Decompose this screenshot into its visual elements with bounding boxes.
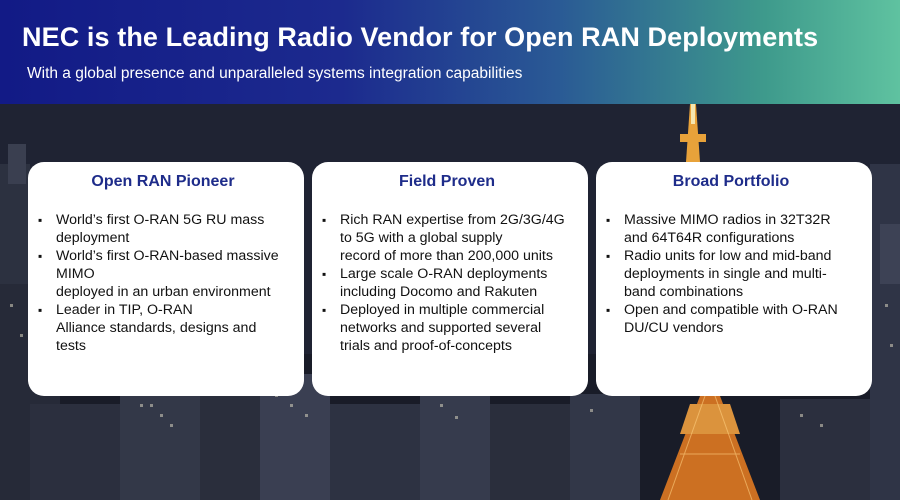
card-field-proven: Field Proven Rich RAN expertise from 2G/… <box>312 162 588 396</box>
list-item: Radio units for low and mid-banddeployme… <box>606 247 856 301</box>
page-title: NEC is the Leading Radio Vendor for Open… <box>22 22 819 52</box>
bullet-list: World’s first O-RAN 5G RU massdeployment… <box>38 211 288 355</box>
list-item: Deployed in multiple commercialnetworks … <box>322 301 572 355</box>
list-item: World’s first O-RAN-based massiveMIMOdep… <box>38 247 288 301</box>
card-open-ran-pioneer: Open RAN Pioneer World’s first O-RAN 5G … <box>28 162 304 396</box>
header-banner: NEC is the Leading Radio Vendor for Open… <box>0 0 900 104</box>
card-title: Open RAN Pioneer <box>91 173 235 190</box>
card-title: Broad Portfolio <box>672 173 790 190</box>
page-subtitle: With a global presence and unparalleled … <box>27 65 523 82</box>
card-title: Field Proven <box>398 173 496 190</box>
card-broad-portfolio: Broad Portfolio Massive MIMO radios in 3… <box>596 162 872 396</box>
